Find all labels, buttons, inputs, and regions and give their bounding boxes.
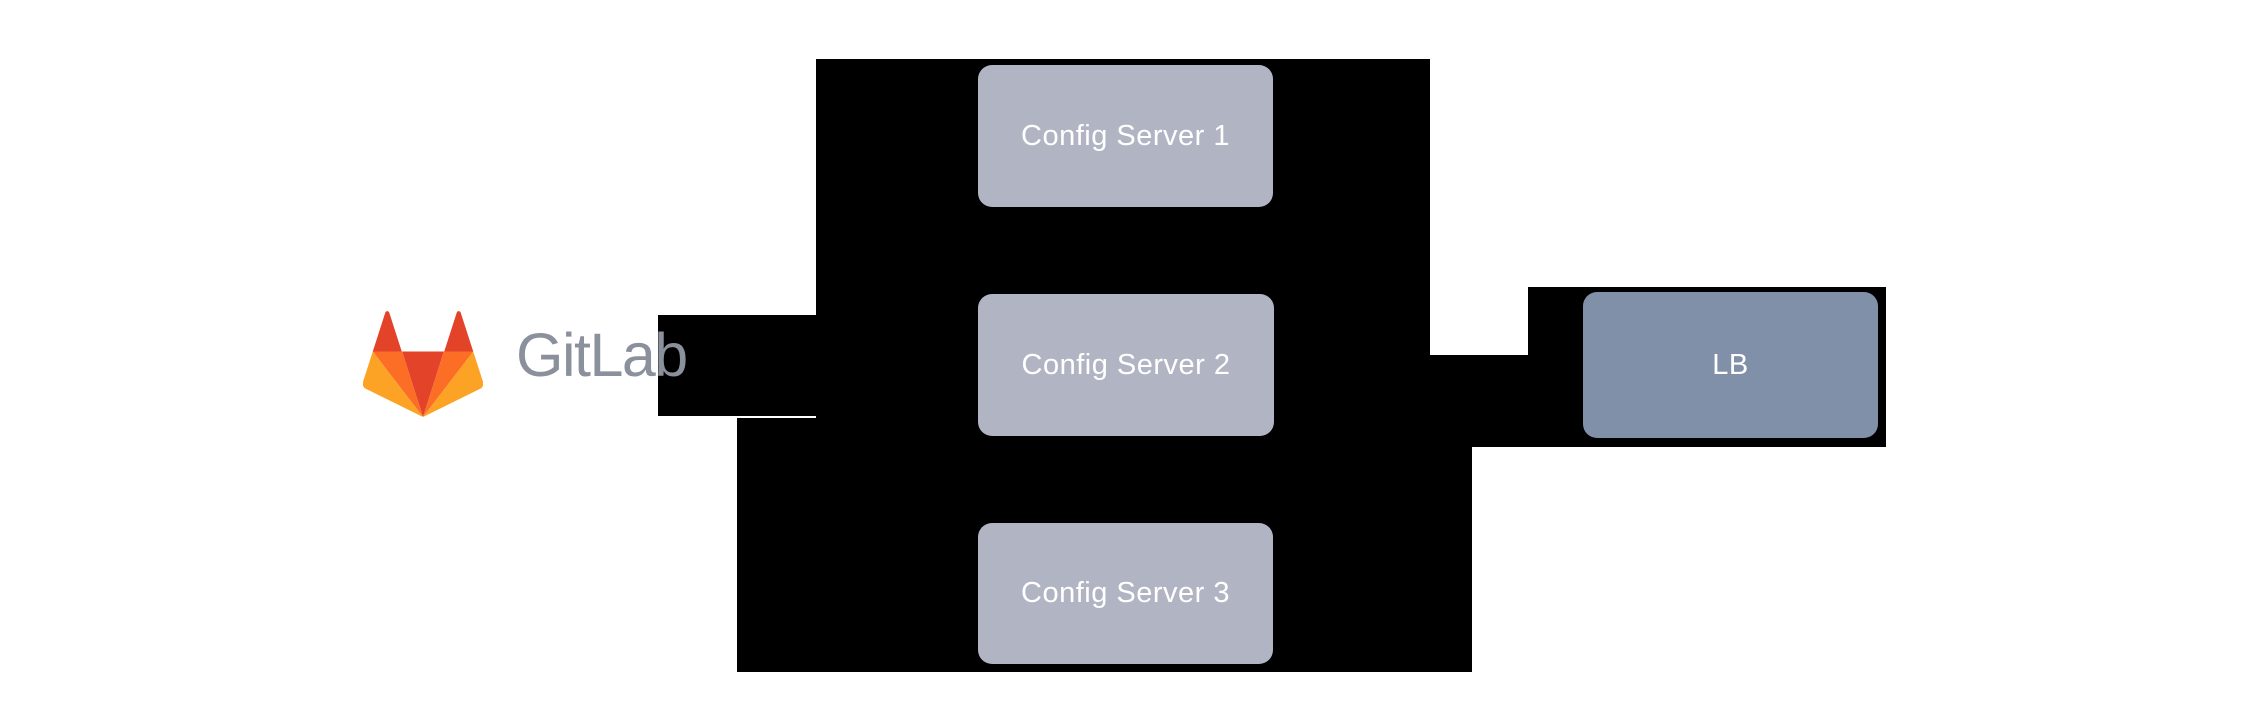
- gitlab-tanuki-icon: [363, 311, 483, 417]
- node-config-server-3: Config Server 3: [978, 523, 1273, 664]
- connector-gitlab-to-block: [658, 315, 816, 416]
- connector-main-block-left-extension: [737, 418, 816, 672]
- tanuki-center: [402, 351, 444, 417]
- tanuki-left-mid: [372, 351, 423, 417]
- tanuki-right-ear: [444, 311, 474, 352]
- node-config-server-2: Config Server 2: [978, 294, 1274, 436]
- node-load-balancer-label: LB: [1712, 348, 1749, 381]
- gitlab-wordmark: GitLab: [516, 321, 688, 389]
- node-load-balancer: LB: [1583, 292, 1878, 438]
- node-config-server-1-label: Config Server 1: [1021, 119, 1230, 152]
- tanuki-right-wing: [423, 351, 483, 417]
- node-config-server-2-label: Config Server 2: [1021, 348, 1231, 381]
- node-config-server-1: Config Server 1: [978, 65, 1273, 207]
- tanuki-left-wing: [363, 351, 424, 417]
- node-config-server-3-label: Config Server 3: [1021, 577, 1230, 609]
- connector-block-to-lb: [1472, 355, 1528, 447]
- connector-main-block-right-extension: [1430, 355, 1472, 672]
- tanuki-left-ear: [372, 311, 402, 352]
